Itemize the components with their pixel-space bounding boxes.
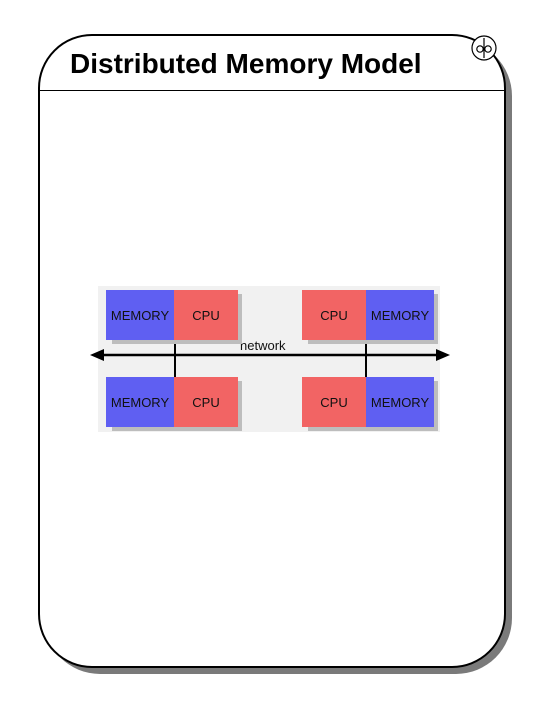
slide-title: Distributed Memory Model <box>70 48 422 79</box>
memory-block: MEMORY <box>106 377 174 427</box>
memory-block: MEMORY <box>366 377 434 427</box>
network-label: network <box>240 338 286 353</box>
cpu-block: CPU <box>174 377 238 427</box>
cpu-block: CPU <box>302 290 366 340</box>
cpu-block: CPU <box>174 290 238 340</box>
memory-block: MEMORY <box>106 290 174 340</box>
circle-logo-icon <box>471 35 497 61</box>
memory-block: MEMORY <box>366 290 434 340</box>
title-divider <box>40 90 504 91</box>
cpu-block: CPU <box>302 377 366 427</box>
